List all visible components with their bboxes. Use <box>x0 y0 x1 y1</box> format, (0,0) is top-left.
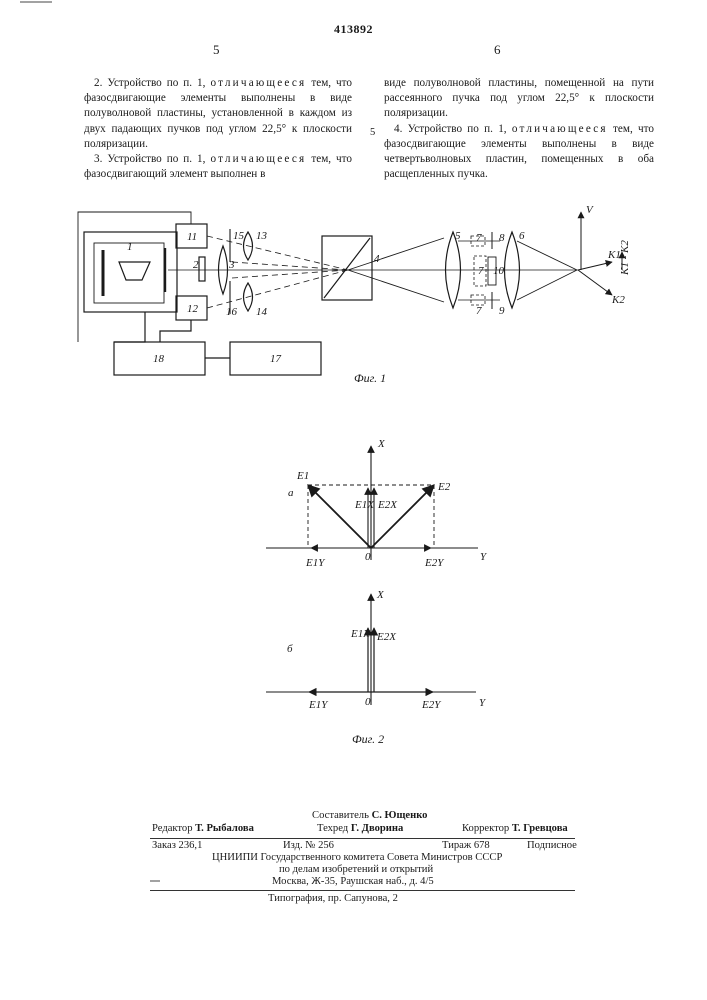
label-9: 9 <box>499 305 505 317</box>
beam-upper <box>348 238 444 270</box>
wire-laser-to-18 <box>114 312 145 342</box>
figure-2-caption: Фиг. 2 <box>352 732 384 746</box>
figure-2b <box>266 594 476 705</box>
label-17: 17 <box>270 353 282 365</box>
axis-y-label-b: Y <box>479 697 487 709</box>
origin-label-b: 0 <box>365 696 371 708</box>
label-e2x-b: E2X <box>376 631 397 643</box>
label-6: 6 <box>519 230 525 242</box>
vector-k2 <box>578 270 612 295</box>
beam-focus-upper <box>517 241 577 270</box>
label-e1y-b: E1Y <box>308 699 329 711</box>
corrector-line: Корректор Т. Гревцова <box>462 823 568 834</box>
label-e2: E2 <box>437 481 451 493</box>
footer-rule-bottom <box>150 890 575 891</box>
laser-tube <box>119 262 150 280</box>
label-e2x-a: E2X <box>377 499 398 511</box>
beam-splitter-diagonal <box>324 238 370 298</box>
subscription: Подписное <box>527 840 577 851</box>
origin-label-a: 0 <box>365 551 371 563</box>
label-7-top: 7 <box>476 232 482 244</box>
label-8: 8 <box>499 232 505 244</box>
label-7-bottom: 7 <box>476 305 482 317</box>
wire-12-to-18 <box>160 320 191 342</box>
vector-k1 <box>578 262 612 270</box>
label-e1y-a: E1Y <box>305 557 326 569</box>
footer-rule-top <box>150 838 575 839</box>
label-2: 2 <box>193 259 199 271</box>
label-e1: E1 <box>296 470 309 482</box>
axis-x-label-b: X <box>376 589 385 601</box>
axis-y-label-a: Y <box>480 551 488 563</box>
label-12: 12 <box>187 303 199 315</box>
scattered-beams-dashed <box>207 236 348 308</box>
label-14: 14 <box>256 306 268 318</box>
label-e1x-b: E1X <box>350 628 371 640</box>
vector-e1 <box>308 485 371 548</box>
printer-line: Типография, пр. Сапунова, 2 <box>268 893 398 904</box>
editor-line: Редактор Т. Рыбалова <box>152 823 254 834</box>
order-number: Заказ 236,1 <box>152 840 202 851</box>
label-3: 3 <box>228 259 235 271</box>
axis-x-label-a: X <box>377 438 386 450</box>
organization-line-1: ЦНИИПИ Государственного комитета Совета … <box>212 852 502 863</box>
label-e2y-b: E2Y <box>421 699 442 711</box>
edition-number: Изд. № 256 <box>283 840 334 851</box>
label-15: 15 <box>233 230 245 242</box>
vector-e2 <box>371 485 434 548</box>
label-10: 10 <box>493 265 505 277</box>
label-e1x-a: E1X <box>354 499 375 511</box>
figure-2a-labels: а X Y 0 E1 E2 E1X E2X E1Y E2Y <box>288 438 488 569</box>
label-4: 4 <box>374 253 380 265</box>
compiler-line: Составитель С. Ющенко <box>312 810 427 821</box>
figure-1 <box>78 212 622 375</box>
label-11: 11 <box>187 231 197 243</box>
figure-1-labels: 1 2 3 4 5 6 7 7 7 8 9 10 11 12 13 14 15 … <box>127 204 631 385</box>
label-v: V <box>586 204 594 216</box>
organization-line-2: по делам изобретений и открытий <box>279 864 433 875</box>
label-16: 16 <box>226 306 238 318</box>
label-18: 18 <box>153 353 165 365</box>
label-k1-minus-k2: K1 - K2 <box>619 240 631 276</box>
label-k2: K2 <box>611 294 625 306</box>
label-7-mid: 7 <box>478 265 484 277</box>
beam-focus-lower <box>517 270 577 300</box>
element-2 <box>199 257 205 281</box>
techred-line: Техред Г. Дворина <box>317 823 403 834</box>
circulation: Тираж 678 <box>442 840 490 851</box>
beam-lower <box>348 270 444 302</box>
organization-address: Москва, Ж-35, Раушская наб., д. 4/5 <box>272 876 434 887</box>
label-5: 5 <box>455 230 461 242</box>
figure-2b-labels: б X Y 0 E1X E2X E1Y E2Y Фиг. 2 <box>287 589 487 746</box>
label-1: 1 <box>127 241 133 253</box>
figure-1-caption: Фиг. 1 <box>354 371 386 385</box>
part-a-label: а <box>288 487 294 499</box>
label-13: 13 <box>256 230 268 242</box>
part-b-label: б <box>287 643 293 655</box>
label-e2y-a: E2Y <box>424 557 445 569</box>
